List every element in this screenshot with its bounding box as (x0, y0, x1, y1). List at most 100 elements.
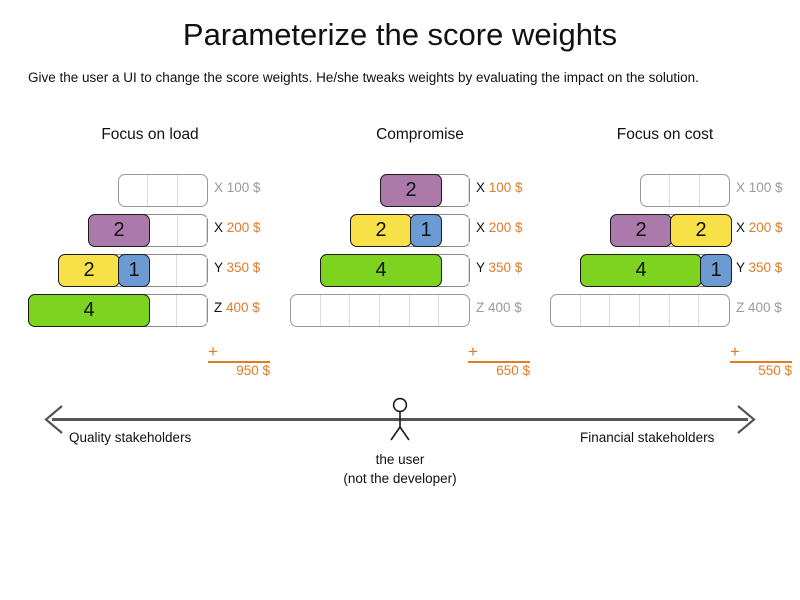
row-label-letter: X (214, 220, 224, 235)
slider-cell[interactable] (148, 215, 178, 246)
weight-segment-purple[interactable]: 2 (88, 214, 150, 247)
total-divider (730, 361, 792, 363)
total-value: 550 $ (758, 363, 792, 378)
row-label-price: 100 $ (226, 180, 261, 195)
weight-segment-blue[interactable]: 1 (700, 254, 732, 287)
slider-cell[interactable] (178, 175, 207, 206)
weight-segment-yellow[interactable]: 2 (58, 254, 120, 287)
row-label-price: 100 $ (488, 180, 523, 195)
slider-cell[interactable] (440, 175, 469, 206)
slider-cell[interactable] (148, 255, 178, 286)
column-title-compromise: Compromise (376, 126, 464, 143)
plus-icon: + (208, 342, 218, 361)
weight-row: Z 400 $ (530, 291, 800, 331)
weight-segment-purple[interactable]: 2 (610, 214, 672, 247)
weight-segment-blue[interactable]: 1 (118, 254, 150, 287)
row-label-letter: Y (476, 260, 485, 275)
column-title-focus-on-load: Focus on load (101, 126, 199, 143)
axis-label-right: Financial stakeholders (580, 430, 715, 445)
slider-cell[interactable] (640, 295, 670, 326)
weight-slider-track[interactable] (290, 294, 470, 327)
weight-segment-purple[interactable]: 2 (380, 174, 442, 207)
slider-cell[interactable] (610, 295, 641, 326)
row-label-letter: X (214, 180, 224, 195)
weight-slider-track[interactable]: 4 (28, 294, 208, 327)
slider-cell[interactable] (439, 255, 469, 286)
page-subtitle: Give the user a UI to change the score w… (28, 70, 699, 85)
row-label-price: 350 $ (226, 260, 261, 275)
slider-cell[interactable] (321, 295, 351, 326)
slider-cell[interactable] (119, 175, 149, 206)
weight-segment-yellow[interactable]: 2 (670, 214, 732, 247)
slider-cell[interactable] (380, 295, 410, 326)
page-title: Parameterize the score weights (182, 17, 618, 52)
arrow-right-icon (734, 404, 760, 441)
plus-icon: + (468, 342, 478, 361)
slider-cell[interactable] (178, 215, 207, 246)
column-title-focus-on-cost: Focus on cost (616, 126, 714, 143)
row-label-letter: Z (736, 300, 745, 315)
row-label-letter: X (476, 220, 486, 235)
row-label: Z 400 $ (476, 300, 522, 315)
slider-cell[interactable] (700, 175, 729, 206)
slider-cell[interactable] (551, 295, 581, 326)
row-label-price: 200 $ (748, 220, 783, 235)
weight-row: 2 X 200 $ (0, 211, 300, 251)
slider-cell[interactable] (439, 295, 469, 326)
slider-cell[interactable] (350, 295, 381, 326)
slider-cell[interactable] (410, 295, 440, 326)
slider-cell[interactable] (641, 175, 671, 206)
weight-slider-track[interactable] (118, 174, 208, 207)
slider-cell[interactable] (291, 295, 321, 326)
row-label-letter: Z (476, 300, 485, 315)
slider-cell[interactable] (670, 295, 700, 326)
slider-cell[interactable] (581, 295, 611, 326)
slider-cell[interactable] (440, 215, 469, 246)
arrow-left-icon (40, 404, 66, 441)
slider-cell[interactable] (177, 295, 208, 326)
weight-segment-green[interactable]: 4 (320, 254, 442, 287)
row-label-price: 200 $ (488, 220, 523, 235)
slider-cell[interactable] (670, 175, 700, 206)
user-stick-figure-icon (380, 396, 420, 449)
weight-row: 2 X 100 $ (280, 171, 560, 211)
row-label: Z 400 $ (736, 300, 782, 315)
user-caption-line-1: the user (375, 452, 425, 467)
slider-cell[interactable] (148, 295, 178, 326)
weight-segment-green[interactable]: 4 (28, 294, 150, 327)
weight-segment-green[interactable]: 4 (580, 254, 702, 287)
row-label-price: 200 $ (226, 220, 261, 235)
row-label: X 100 $ (476, 180, 523, 195)
slider-cell[interactable] (148, 175, 178, 206)
weight-slider-track[interactable]: 2 (88, 214, 208, 247)
weight-segment-yellow[interactable]: 2 (350, 214, 412, 247)
row-label-price: 100 $ (748, 180, 783, 195)
row-label-price: 400 $ (488, 300, 522, 315)
row-label-letter: X (736, 220, 746, 235)
total-value: 950 $ (236, 363, 270, 378)
slider-cell[interactable] (699, 295, 729, 326)
row-label: Y 350 $ (476, 260, 522, 275)
axis-label-left: Quality stakeholders (69, 430, 192, 445)
weight-slider-track[interactable] (640, 174, 730, 207)
weight-slider-track[interactable]: 4 (320, 254, 470, 287)
weight-segment-blue[interactable]: 1 (410, 214, 442, 247)
weight-slider-track[interactable] (550, 294, 730, 327)
row-label-letter: X (476, 180, 486, 195)
weight-slider-track[interactable]: 2 (380, 174, 470, 207)
row-label: X 100 $ (736, 180, 783, 195)
row-label-letter: X (736, 180, 746, 195)
slider-cell[interactable] (177, 255, 207, 286)
